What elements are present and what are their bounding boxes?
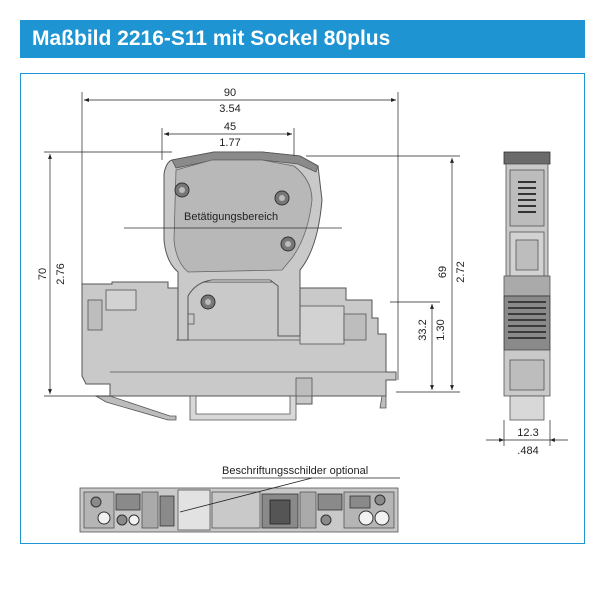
screw-3 — [280, 236, 296, 252]
cap-in: 1.77 — [219, 137, 240, 149]
screw-2 — [274, 190, 290, 206]
height-in: 2.76 — [55, 263, 67, 284]
screw-1 — [174, 182, 190, 198]
page-title: Maßbild 2216-S11 mit Sockel 80plus — [32, 27, 391, 50]
side-view — [503, 151, 551, 421]
top-view — [79, 487, 399, 533]
width-in: 3.54 — [219, 103, 240, 115]
label-tags-leader — [179, 477, 313, 513]
height2-mm: 69 — [437, 266, 449, 278]
dimension-lines — [44, 92, 460, 397]
height-mm: 70 — [37, 268, 49, 280]
front-view: Betätigungsbereich — [81, 151, 397, 421]
depth-dimension — [486, 420, 568, 446]
base-mm: 33.2 — [417, 319, 429, 340]
depth-mm: 12.3 — [517, 427, 538, 439]
screw-4 — [200, 294, 216, 310]
cap-mm: 45 — [224, 121, 236, 133]
width-mm: 90 — [224, 87, 236, 99]
depth-in: .484 — [517, 445, 538, 457]
title-bar: Maßbild 2216-S11 mit Sockel 80plus — [20, 20, 585, 58]
actuation-area-label: Betätigungsbereich — [184, 211, 278, 223]
label-tags-text: Beschriftungsschilder optional — [222, 465, 368, 477]
height2-in: 2.72 — [455, 261, 467, 282]
drawing-frame — [20, 73, 585, 544]
base-in: 1.30 — [435, 319, 447, 340]
